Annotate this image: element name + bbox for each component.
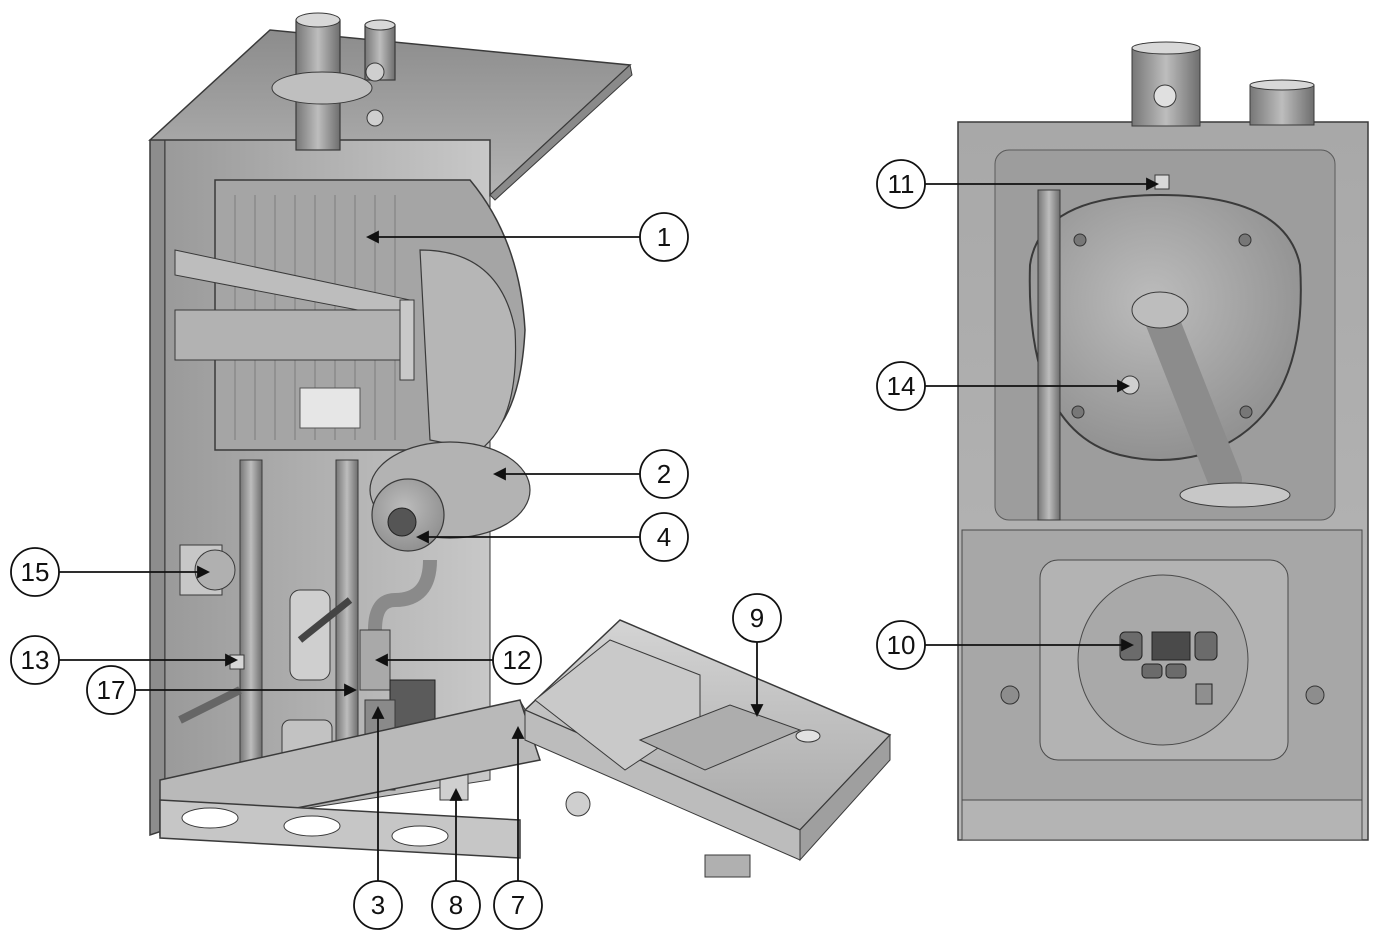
front-bolt-1: [1073, 233, 1087, 247]
callout-3-label: 3: [371, 890, 385, 920]
front-display: [1151, 631, 1191, 661]
flue-collar: [271, 71, 373, 105]
base-slot-1: [181, 807, 239, 829]
front-button-right: [1194, 631, 1218, 661]
burner-housing: [419, 249, 517, 451]
base-slot-3: [391, 825, 449, 847]
blower-inlet: [387, 507, 417, 537]
callout-4-label: 4: [657, 522, 671, 552]
flue-pipe-top: [295, 12, 341, 28]
callout-4: 4: [415, 512, 689, 562]
control-box-foot: [704, 854, 751, 878]
front-view: [957, 41, 1369, 841]
front-bolt-4: [1239, 405, 1253, 419]
callout-7: 7: [493, 725, 543, 930]
callout-11: 11: [876, 159, 1160, 209]
label-plate: [299, 387, 361, 429]
front-air-intake-top: [1249, 79, 1315, 91]
front-button-down-1: [1141, 663, 1163, 679]
front-screw-right: [1305, 685, 1325, 705]
callout-9-label: 9: [750, 603, 764, 633]
front-left-pipe: [1037, 189, 1061, 521]
pressure-switch-dial: [194, 549, 236, 591]
flue-cap-knob-2: [366, 109, 384, 127]
callout-12: 12: [374, 635, 542, 685]
callout-17: 17: [86, 665, 358, 715]
base-slot-2: [283, 815, 341, 837]
mounting-bracket-lower: [174, 309, 411, 361]
control-box-plug: [795, 729, 821, 743]
callout-13: 13: [10, 635, 239, 685]
callout-10: 10: [876, 620, 1135, 670]
callout-14: 14: [876, 361, 1131, 411]
front-base: [961, 799, 1363, 841]
front-button-down-2: [1165, 663, 1187, 679]
front-flue-pipe-top: [1131, 41, 1201, 55]
front-flue-knob: [1153, 84, 1177, 108]
front-screw-left: [1000, 685, 1020, 705]
front-bolt-2: [1238, 233, 1252, 247]
flue-cap-knob: [365, 62, 385, 82]
air-intake-top: [364, 19, 396, 31]
callout-11-label: 11: [888, 169, 915, 199]
callout-13-label: 13: [21, 645, 50, 675]
control-box-side: [799, 733, 891, 862]
supply-pipe-left: [239, 459, 263, 791]
callout-8-label: 8: [449, 890, 463, 920]
front-air-intake: [1249, 84, 1315, 126]
base-bar: [178, 686, 242, 724]
callout-3: 3: [353, 705, 403, 930]
callout-17-label: 17: [97, 675, 126, 705]
control-box-grommet: [565, 791, 591, 817]
callout-10-label: 10: [887, 630, 916, 660]
front-sensor-11: [1154, 174, 1170, 190]
front-burner-tube: [1143, 298, 1242, 497]
back-panel: [149, 133, 166, 837]
bracket-plate: [399, 299, 415, 381]
callout-7-label: 7: [511, 890, 525, 920]
callouts: 1 2 4 15 13: [10, 159, 1160, 930]
front-service-port: [1195, 683, 1213, 705]
callout-2: 2: [492, 449, 689, 499]
callout-8: 8: [431, 787, 481, 930]
callout-15: 15: [10, 547, 211, 597]
front-bolt-3: [1071, 405, 1085, 419]
gas-pipe: [368, 559, 437, 631]
callout-9: 9: [732, 593, 782, 718]
drain-rod: [297, 597, 353, 643]
front-burner-base: [1179, 482, 1291, 508]
callout-12-label: 12: [503, 645, 532, 675]
side-cutaway-view: [148, 12, 892, 878]
front-burner-flange: [1131, 291, 1189, 329]
callout-2-label: 2: [657, 459, 671, 489]
callout-14-label: 14: [887, 371, 916, 401]
callout-15-label: 15: [21, 557, 50, 587]
callout-1: 1: [365, 212, 689, 262]
callout-1-label: 1: [657, 222, 671, 252]
control-box-channel: [638, 704, 802, 771]
top-lid-rail: [489, 64, 633, 201]
